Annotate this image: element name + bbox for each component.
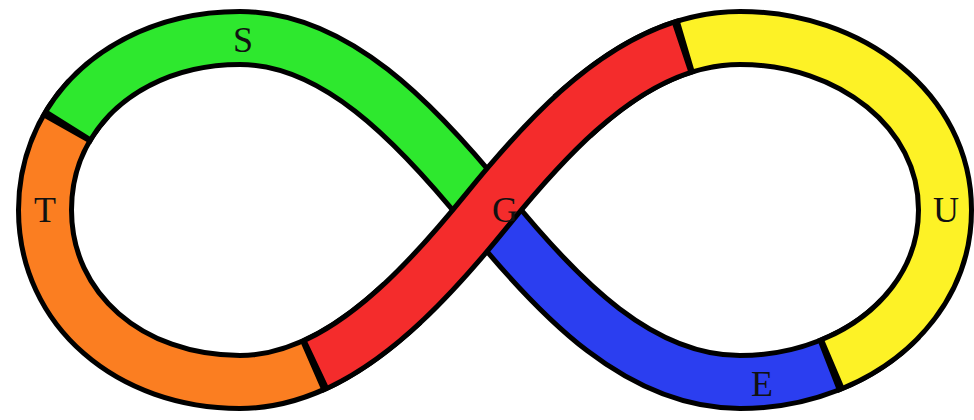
band-letter: T — [34, 192, 56, 228]
blue-band — [45, 38, 945, 382]
band-label: U — [933, 192, 959, 228]
band-outline — [45, 38, 945, 382]
orange-band — [45, 38, 945, 382]
band-label: E — [751, 366, 773, 402]
band-label: G — [492, 192, 518, 228]
red-band — [45, 38, 945, 382]
band-letter: E — [751, 366, 773, 402]
band-outline — [45, 38, 945, 382]
band-label: T — [34, 192, 56, 228]
band-letter: S — [233, 22, 253, 58]
band-outline — [45, 38, 945, 382]
band-letter: U — [933, 192, 959, 228]
band-outline — [45, 38, 945, 382]
band-outline — [45, 38, 945, 382]
yellow-band — [45, 38, 945, 382]
band-letter: G — [492, 192, 518, 228]
band-label: S — [233, 22, 253, 58]
green-band — [45, 38, 945, 382]
